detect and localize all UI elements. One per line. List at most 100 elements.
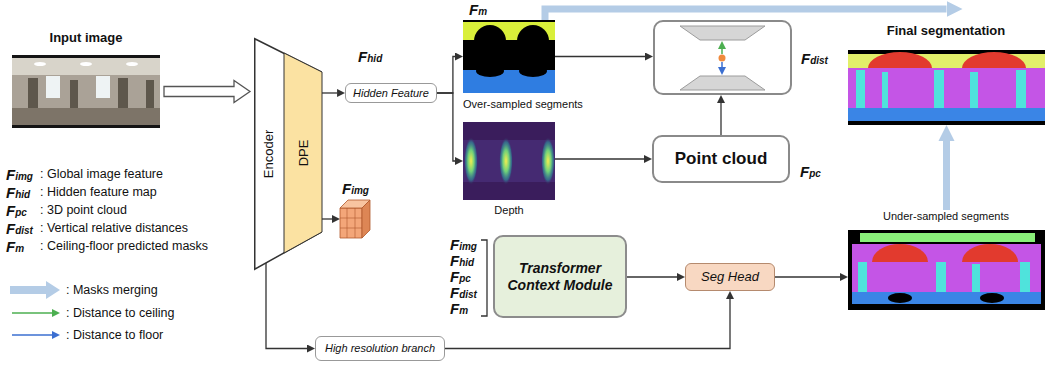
undersampled-image — [858, 262, 867, 292]
oversampled-mask — [474, 25, 506, 57]
connector — [266, 263, 307, 349]
box-label: Hidden Feature — [353, 87, 429, 100]
legend-text: : Distance to ceiling — [66, 305, 174, 321]
image-title: Final segmentation — [887, 24, 1005, 39]
mask-image: FmOver-sampled segments — [463, 20, 555, 93]
input-photo — [146, 80, 154, 108]
legend-text: : Masks merging — [66, 282, 158, 298]
connector — [775, 276, 840, 277]
feature-cube-outline — [362, 200, 370, 238]
distance-planes — [680, 26, 765, 40]
input-photo — [12, 55, 160, 58]
connector — [322, 218, 332, 219]
box-label: Transformer Context Module — [501, 260, 619, 292]
block-label: Encoder — [262, 130, 277, 178]
head-box: Seg Head — [685, 263, 775, 291]
connector — [720, 103, 721, 135]
feature-symbol: Fhid — [358, 48, 382, 67]
oversampled-mask — [519, 65, 547, 77]
input-photo — [12, 55, 160, 128]
undersampled-image — [852, 244, 1041, 292]
distance-planes — [721, 62, 723, 67]
definition-text: : Hidden feature map — [40, 184, 157, 201]
final-segmentation-image — [970, 72, 978, 108]
feature-symbol: Fimg — [342, 180, 369, 199]
oversampled-mask — [517, 25, 549, 57]
connector — [322, 92, 337, 93]
feature-symbol: Fdist — [801, 50, 828, 69]
undersampled-image — [848, 230, 1045, 310]
depth-map — [541, 137, 555, 185]
module-box: Transformer Context Module — [493, 235, 627, 318]
legend-samples — [12, 312, 52, 314]
final-segmentation-image — [848, 50, 1045, 125]
feature-cube: Fimg — [340, 200, 370, 238]
feature-cube-outline — [340, 200, 370, 238]
input-photo — [126, 62, 138, 66]
dpe-block-outline — [284, 53, 322, 253]
connector — [437, 93, 455, 161]
feature-symbol: Fpc — [6, 202, 27, 221]
final-segmentation-image — [848, 121, 1045, 125]
oversampled-mask — [463, 20, 555, 93]
input-photo — [46, 76, 60, 98]
undersampled-image — [848, 230, 1045, 310]
final-segmentation-image — [882, 72, 888, 108]
legend-samples — [46, 281, 60, 299]
depth-map — [464, 137, 478, 185]
feature-symbol: Fpc — [800, 163, 821, 182]
encoder-block: Encoder DPE — [254, 38, 322, 270]
input-photo — [96, 76, 110, 98]
feature-symbol: Fm — [469, 1, 487, 20]
input-bracket — [481, 240, 487, 316]
oversampled-mask — [463, 20, 555, 93]
final-segmentation-image — [1016, 70, 1026, 108]
legend-samples — [12, 334, 52, 336]
depth-map — [463, 122, 555, 200]
input-photo — [70, 80, 78, 108]
encoder-block-outline — [255, 39, 322, 270]
undersampled-image — [936, 262, 946, 292]
feature-cube-outline — [340, 208, 362, 238]
undersampled-image — [962, 244, 1018, 262]
image-title: Input image — [50, 31, 123, 46]
connector — [437, 57, 455, 93]
undersampled-image — [972, 264, 980, 292]
box-label: Seg Head — [701, 270, 759, 285]
input-photo — [118, 78, 128, 108]
legend-samples — [10, 281, 60, 335]
undersampled-image — [860, 233, 1035, 242]
connector — [555, 158, 644, 159]
final-segmentation-image — [868, 52, 932, 68]
feature-cube-outline — [340, 208, 362, 238]
undersampled-image — [1020, 262, 1030, 292]
process-box: FhidHidden Feature — [345, 83, 437, 104]
block-arrow — [164, 81, 250, 103]
feature-symbol: Fdist — [6, 220, 33, 239]
output-image: Under-sampled segments — [848, 210, 1045, 310]
undersampled-image — [888, 293, 912, 303]
undersampled-image — [872, 244, 928, 262]
input-photo — [12, 55, 160, 75]
dpe-block: DPE — [284, 53, 322, 253]
final-segmentation-image — [848, 50, 1045, 125]
definition-text: : Vertical relative distances — [40, 220, 188, 237]
process-box: High resolution branch — [315, 336, 445, 361]
depth-map — [499, 137, 513, 185]
box-label: High resolution branch — [325, 342, 435, 355]
definition-text: : Global image feature — [40, 166, 163, 183]
feature-symbol: Fimg — [6, 166, 33, 185]
distance-planes — [680, 76, 765, 90]
depth-map — [463, 122, 555, 200]
final-segmentation-image — [934, 70, 944, 108]
input-photo — [12, 125, 160, 128]
final-segmentation-image — [848, 50, 1045, 54]
definition-text: : 3D point cloud — [40, 202, 127, 219]
process-box: Point cloudFpc — [652, 135, 790, 183]
image-caption: Over-sampled segments — [463, 98, 583, 111]
distance-planes — [680, 26, 765, 90]
box-label: Point cloud — [675, 149, 768, 169]
input-symbol: Fm — [450, 300, 468, 319]
distance-planes — [719, 55, 726, 62]
merge-arrow — [545, 9, 947, 20]
